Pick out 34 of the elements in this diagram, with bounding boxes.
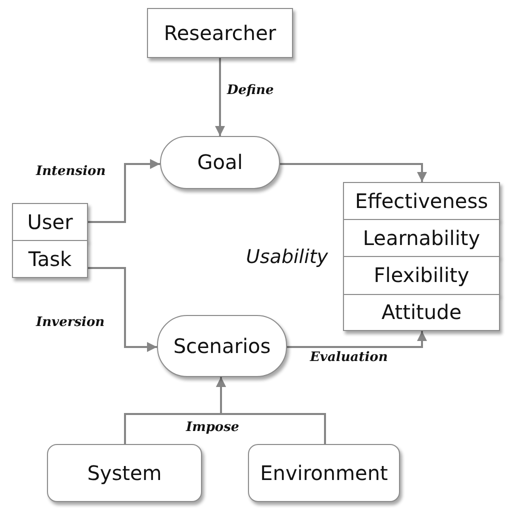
- rounded-pill: [157, 315, 287, 377]
- edge-label: Intension: [36, 164, 106, 180]
- edge-label: Define: [227, 83, 274, 99]
- connector-arrow: [287, 331, 427, 348]
- node-label: Goal: [197, 150, 243, 175]
- edge-label: Inversion: [36, 315, 105, 331]
- edge-label: Evaluation: [310, 350, 388, 366]
- node-label: Learnability: [362, 226, 480, 250]
- process-box: [343, 256, 500, 295]
- connector-arrow: [88, 267, 157, 352]
- node-label: Scenarios: [173, 334, 271, 358]
- edge-label: Impose: [186, 420, 240, 436]
- group-label: Usability: [246, 245, 328, 269]
- process-box: [343, 294, 500, 331]
- node-label: Effectiveness: [354, 188, 488, 214]
- connector-arrow: [280, 163, 427, 182]
- node-label: Task: [28, 246, 72, 272]
- connector-arrow: [215, 58, 225, 136]
- connector-arrow: [88, 159, 160, 223]
- process-box: [147, 8, 293, 58]
- node-label: System: [87, 460, 162, 486]
- process-box: [12, 203, 88, 241]
- rounded-box: [47, 444, 202, 502]
- process-box: [12, 240, 88, 278]
- node-label: Flexibility: [374, 263, 470, 288]
- process-box: [343, 219, 500, 257]
- connector-arrow: [216, 377, 326, 444]
- node-label: Environment: [260, 460, 388, 486]
- node-label: User: [27, 210, 73, 234]
- rounded-pill: [160, 136, 280, 189]
- node-label: Researcher: [164, 20, 276, 46]
- process-box: [343, 182, 500, 220]
- node-label: Attitude: [381, 300, 462, 325]
- rounded-box: [248, 444, 400, 502]
